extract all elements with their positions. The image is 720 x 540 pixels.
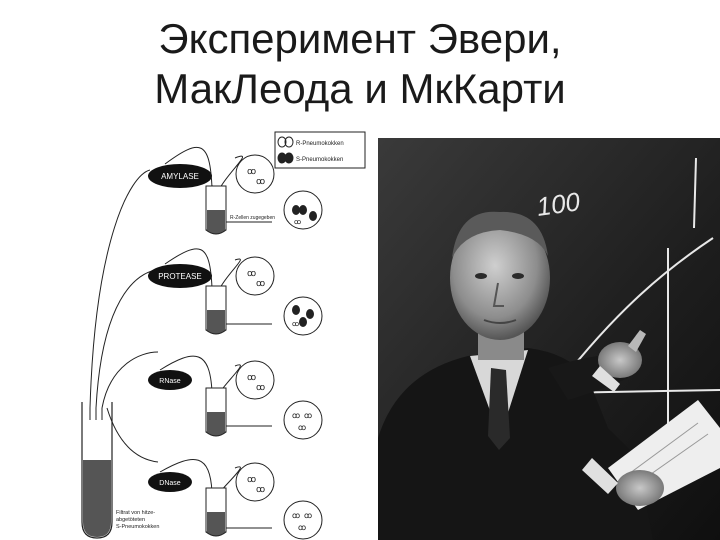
r-cell-icon <box>277 136 294 148</box>
filtrate-line-1: Filtrat von hitze- <box>116 510 155 516</box>
row-protease: PROTEASE ꝏ ꝏ ꝏ <box>148 248 323 336</box>
svg-text:ꝏ: ꝏ <box>304 411 312 420</box>
board-text: 100 <box>535 186 583 222</box>
s-cell-icon <box>277 152 294 164</box>
title-line-1: Эксперимент Эвери, <box>158 15 562 62</box>
svg-text:ꝏ: ꝏ <box>298 423 306 432</box>
svg-text:ꝏ: ꝏ <box>294 219 301 226</box>
legend-r-label: R-Pneumokokken <box>296 141 344 147</box>
enzyme-bubble <box>148 472 192 492</box>
plate <box>235 360 275 400</box>
plate <box>235 256 275 296</box>
plate <box>283 296 323 336</box>
side-note: R-Zellen zugegeben <box>230 215 275 221</box>
svg-text:ꝏ: ꝏ <box>247 474 256 484</box>
enzyme-label: AMYLASE <box>161 172 199 181</box>
row-rnase: RNase ꝏ ꝏ ꝏ ꝏ ꝏ <box>148 355 323 440</box>
title-line-2: МакЛеода и МкКарти <box>154 65 566 112</box>
head <box>450 216 550 340</box>
enzyme-bubble <box>148 370 192 390</box>
tie <box>488 368 510 450</box>
svg-text:ꝏ: ꝏ <box>256 484 265 494</box>
hair <box>452 211 548 258</box>
svg-text:ꝏ: ꝏ <box>247 372 256 382</box>
row-dnase: DNase ꝏ ꝏ ꝏ ꝏ ꝏ <box>148 458 323 540</box>
svg-text:ꝏ: ꝏ <box>304 511 312 520</box>
legend-s-label: S-Pneumokokken <box>296 157 343 163</box>
svg-text:ꝏ: ꝏ <box>247 268 256 278</box>
enzyme-label: DNase <box>159 480 181 487</box>
source-tube <box>81 402 113 539</box>
svg-text:ꝏ: ꝏ <box>298 523 306 532</box>
plate <box>283 500 323 540</box>
svg-text:ꝏ: ꝏ <box>256 278 265 288</box>
enzyme-bubble <box>148 264 212 288</box>
pointing-hand <box>598 342 642 378</box>
svg-text:ꝏ: ꝏ <box>256 382 265 392</box>
svg-text:ꝏ: ꝏ <box>292 511 300 520</box>
transfer-curves <box>89 169 159 463</box>
svg-text:ꝏ: ꝏ <box>292 411 300 420</box>
plate <box>235 462 275 502</box>
plate <box>283 190 323 230</box>
filtrate-caption: Filtrat von hitze- abgetöteten S-Pneumok… <box>116 510 159 530</box>
enzyme-bubble <box>148 164 212 188</box>
row-amylase: AMYLASE ꝏ ꝏ R-Zellen zugegeben ꝏ <box>148 147 323 235</box>
svg-text:ꝏ: ꝏ <box>247 166 256 176</box>
legend: R-Pneumokokken S-Pneumokokken <box>274 131 366 169</box>
holding-hand <box>616 470 664 506</box>
slide-title: Эксперимент Эвери, МакЛеода и МкКарти <box>0 14 720 114</box>
svg-text:ꝏ: ꝏ <box>292 321 299 328</box>
plate <box>283 400 323 440</box>
suit <box>378 348 653 540</box>
filtrate-line-2: abgetöteten <box>116 517 145 523</box>
enzyme-label: PROTEASE <box>158 272 202 281</box>
experiment-diagram: R-Pneumokokken S-Pneumokokken AMYLASE <box>81 131 366 540</box>
svg-text:ꝏ: ꝏ <box>256 176 265 186</box>
filtrate-line-3: S-Pneumokokken <box>116 524 159 530</box>
plate <box>235 154 275 194</box>
portrait-photo: 100 <box>378 138 720 540</box>
enzyme-label: RNase <box>159 378 181 385</box>
